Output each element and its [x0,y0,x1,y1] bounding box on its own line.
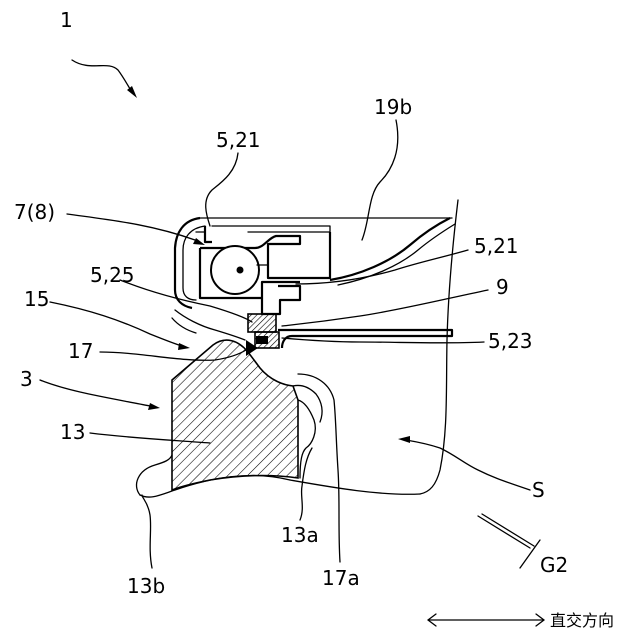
label-9: 9 [496,275,509,299]
bracket-7-8 [200,232,330,298]
label-5-25: 5,25 [90,263,135,287]
label-13: 13 [60,420,85,444]
label-5-23: 5,23 [488,329,533,353]
label-13b: 13b [127,574,165,598]
label-g2: G2 [540,553,568,577]
label-s: S [532,478,545,502]
seal-block-5-23 [246,286,452,356]
hatched-body-13 [172,340,298,490]
reference-labels: 1 5,21 19b 7(8) 5,21 5,25 9 15 5,23 17 3… [14,8,614,630]
label-3: 3 [20,367,33,391]
label-15: 15 [24,287,49,311]
label-19b: 19b [374,95,412,119]
label-5-21-top: 5,21 [216,128,261,152]
label-device-1: 1 [60,8,73,32]
curve-13a [298,400,315,478]
label-direction: 直交方向 [550,611,614,630]
label-13a: 13a [281,523,319,547]
label-7-8: 7(8) [14,200,55,224]
label-5-21-right: 5,21 [474,234,519,258]
label-17a: 17a [322,566,360,590]
label-17: 17 [68,339,93,363]
